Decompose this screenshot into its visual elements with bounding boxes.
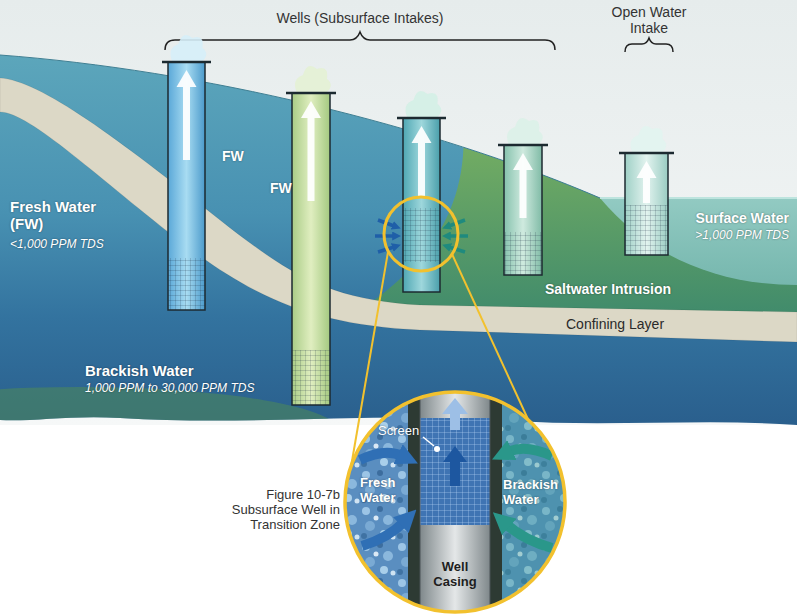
zoom-flow-label: Fresh Water <box>360 476 414 506</box>
fresh-water-arrow <box>362 522 404 546</box>
screen-flow-arrow <box>443 446 467 486</box>
well-flange <box>162 61 211 64</box>
confining-layer-band <box>0 78 797 342</box>
tds-range: 1,000 PPM to 30,000 PPM TDS <box>85 382 254 396</box>
flow-arrow <box>637 161 657 203</box>
borehole-wall <box>408 380 502 615</box>
zoom-detail <box>340 380 570 615</box>
flow-arrow <box>513 153 533 218</box>
bottom-sediment <box>0 387 340 477</box>
intake-flange <box>619 152 674 155</box>
well-flange <box>498 144 548 147</box>
saltwater-intrusion-zone <box>370 60 797 313</box>
open-water-intake <box>619 126 674 255</box>
gravel-aquifer <box>340 388 570 615</box>
well <box>397 91 446 292</box>
well-casing <box>292 93 330 405</box>
zone-name: Brackish Water <box>85 362 194 379</box>
brackish-water-arrow <box>508 449 552 456</box>
part-label: Well Casing <box>425 560 485 590</box>
well <box>162 35 211 310</box>
tds-range: <1,000 PPM TDS <box>10 238 104 252</box>
zoom-flow-label: Brackish Water <box>503 478 563 508</box>
intake-screen <box>625 205 668 255</box>
casing-pipe <box>420 380 490 615</box>
zone-abbrev: FW <box>270 180 292 196</box>
well-screen <box>403 208 440 262</box>
bracket-label: Wells (Subsurface Intakes) <box>276 10 443 26</box>
pipe-edge <box>490 380 491 615</box>
water-spray <box>507 118 543 145</box>
water-spray <box>406 91 442 118</box>
water-spray <box>171 35 207 62</box>
part-label: Screen <box>378 424 419 439</box>
leader-line <box>423 437 434 446</box>
wells-bracket <box>165 32 555 50</box>
well-screen <box>292 350 330 405</box>
screen-mesh <box>420 418 490 525</box>
well-flange <box>286 92 336 95</box>
bracket-label: Open Water Intake <box>606 4 692 36</box>
surface-water-body <box>600 198 797 285</box>
water-spray <box>295 66 331 93</box>
zone-name: Surface Water <box>695 210 789 226</box>
tds-range: >1,000 PPM TDS <box>695 229 789 243</box>
well-casing <box>403 118 440 292</box>
well-casing <box>504 145 542 275</box>
screen-section <box>420 418 490 525</box>
layer-name: Confining Layer <box>566 316 664 332</box>
zone-abbrev: FW <box>222 148 244 164</box>
flow-arrow <box>412 126 432 196</box>
well-screen <box>504 232 542 275</box>
highlight-circle <box>384 197 458 271</box>
zone-name: Saltwater Intrusion <box>545 281 671 297</box>
flow-arrow <box>177 70 197 160</box>
cross-section <box>0 0 797 477</box>
zone-name: Fresh Water (FW) <box>10 198 110 233</box>
brackish-inflow-arrow <box>449 247 465 252</box>
aquifer-fill <box>0 0 797 430</box>
well-casing <box>168 62 205 310</box>
intake-bracket <box>625 38 673 52</box>
zoom-circle <box>345 392 565 612</box>
flow-arrow <box>301 101 321 201</box>
well-screen <box>168 258 205 310</box>
water-spray <box>631 126 667 153</box>
intake-casing <box>625 153 668 255</box>
brackish-water-arrow <box>506 524 552 548</box>
fresh-water-arrow <box>360 453 402 460</box>
well <box>498 118 548 275</box>
well-flange <box>397 117 446 120</box>
pipe-edge <box>420 380 421 615</box>
leader-dot <box>434 446 440 452</box>
well <box>286 66 336 405</box>
pipe-flow-arrow <box>442 398 468 430</box>
figure-caption: Figure 10-7b Subsurface Well in Transiti… <box>212 488 340 533</box>
